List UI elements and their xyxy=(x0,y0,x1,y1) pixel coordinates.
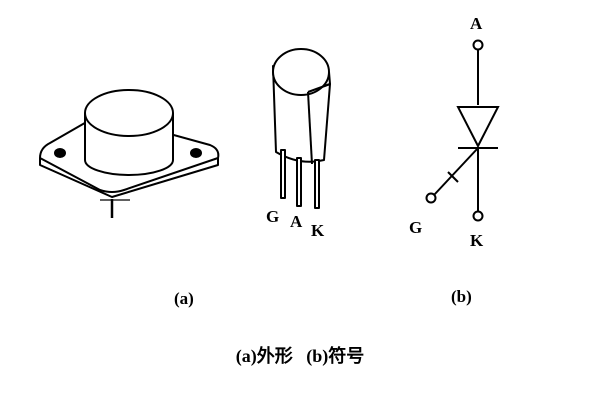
caption-part-b: (b)符号 xyxy=(306,346,365,366)
plastic-package-flat-face xyxy=(307,71,331,93)
package-can-top xyxy=(84,89,174,137)
plastic-package xyxy=(272,48,331,209)
pin-label-a: A xyxy=(290,212,303,231)
pin-label-k: K xyxy=(311,221,325,240)
mounting-hole-left xyxy=(54,148,66,158)
symbol-label-cathode: K xyxy=(470,231,484,250)
gate-lead xyxy=(433,147,479,196)
pin-label-g: G xyxy=(266,207,279,226)
sublabel-b: (b) xyxy=(451,287,472,306)
gate-tick xyxy=(447,171,459,183)
pin-cathode xyxy=(314,159,320,209)
metal-can-package xyxy=(39,89,220,218)
plastic-package-face-edge xyxy=(307,91,313,165)
sublabel-a: (a) xyxy=(174,289,194,308)
symbol-label-gate: G xyxy=(409,218,422,237)
pin-anode xyxy=(296,157,302,207)
anode-terminal xyxy=(472,39,484,51)
pin-gate xyxy=(280,149,286,199)
package-flange-edge-line xyxy=(39,164,113,198)
diode-triangle xyxy=(456,106,500,149)
cathode-terminal xyxy=(472,210,484,222)
mounting-hole-right xyxy=(190,148,202,158)
gate-terminal xyxy=(425,192,437,204)
scr-symbol xyxy=(425,39,500,222)
figure-caption: (a)外形 (b)符号 xyxy=(0,342,600,368)
caption-part-a: (a)外形 xyxy=(235,346,293,366)
symbol-label-anode: A xyxy=(470,14,483,33)
